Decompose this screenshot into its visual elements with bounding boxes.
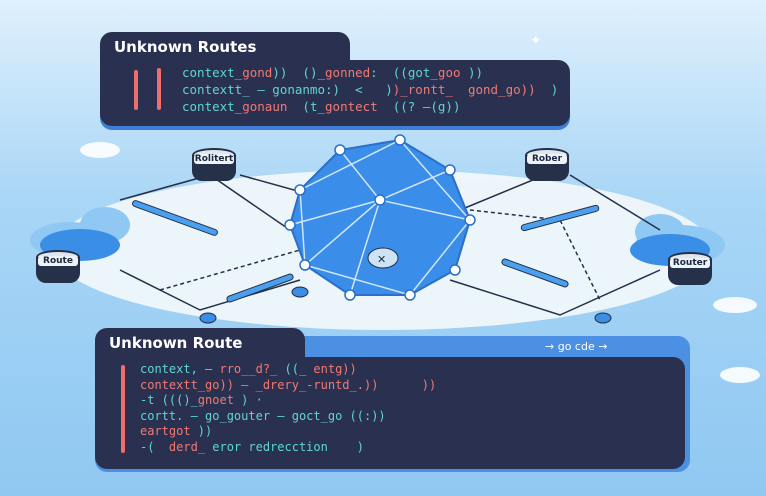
svg-text:✦: ✦ (530, 33, 542, 49)
bracket-icon (121, 365, 125, 453)
code-line: -( derd_ eror redrecction ) (140, 440, 436, 456)
top-code-block: context_gond)) ()_gonned: ((got_goo ))co… (182, 64, 558, 115)
code-token: contextt_ — gonanmo:) < ) (182, 82, 393, 97)
code-token: derd_ (168, 439, 206, 454)
code-token: )) (197, 424, 213, 438)
code-token: -t ((()_ (140, 393, 198, 407)
code-token: gonaun (242, 99, 288, 114)
code-token: eror redrecction ) (205, 439, 364, 454)
code-line: contextt_ — gonanmo:) < ))_rontt_ gond_g… (182, 81, 558, 98)
code-token: ) · (233, 393, 263, 407)
code-token: goo (437, 65, 461, 80)
code-line: context_gond)) ()_gonned: ((got_goo )) (182, 64, 558, 81)
code-token: got_ (407, 65, 438, 80)
bottom-code-panel (95, 357, 685, 469)
code-token: ) (535, 82, 559, 97)
router-node: Rolitert (192, 148, 236, 182)
router-label: Route (38, 256, 78, 266)
code-token: gonned (325, 65, 371, 80)
code-line: cortt. — go_gouter — goct_go ((:)) (140, 409, 436, 425)
code-token: )_rontt_ gond_go)) (392, 82, 536, 97)
code-token: : (( (370, 65, 408, 80)
code-token: )) ()_ (272, 65, 326, 80)
code-token: contextt_go)) — _drery_-runtd_.)) )) (140, 377, 437, 392)
code-token: gontect (325, 99, 378, 114)
code-token: context_ (182, 65, 243, 80)
code-line: contextt_go)) — _drery_-runtd_.)) )) (140, 378, 436, 394)
router-label: Rolitert (194, 154, 234, 164)
top-code-panel (100, 60, 570, 126)
bracket-icon (134, 70, 138, 110)
bottom-code-block: context, — rro__d?_ ((_ entg))contextt_g… (140, 362, 436, 455)
router-node: Route (36, 250, 80, 284)
code-token: rro__d?_ (219, 362, 278, 376)
router-node: Rober (525, 148, 569, 182)
code-token: ((? —(g)) (377, 99, 461, 114)
bracket-icon (157, 68, 161, 110)
code-token: context_ (182, 99, 243, 114)
code-token: entg)) (313, 362, 357, 376)
code-token: (t_ (287, 99, 326, 114)
code-token: gond (242, 65, 273, 80)
code-token: gnoet (197, 393, 234, 407)
router-label: Rober (527, 154, 567, 164)
code-token: )) (460, 65, 484, 80)
router-node: Router (668, 252, 712, 286)
code-line: context, — rro__d?_ ((_ entg)) (140, 362, 436, 378)
code-token: cortt. — go_gouter — goct_go ((:)) (140, 408, 386, 423)
svg-text:✕: ✕ (377, 253, 386, 266)
router-label: Router (670, 258, 710, 268)
code-token: eartgot (140, 424, 198, 438)
code-line: eartgot )) (140, 424, 436, 440)
code-token: ((_ (277, 362, 314, 376)
go-code-label: → go cde → (545, 340, 608, 353)
code-token: context, — (140, 362, 220, 376)
go-code-text: go cde (557, 340, 595, 353)
code-token: -( (140, 439, 169, 454)
code-line: context_gonaun (t_gontect ((? —(g)) (182, 98, 558, 115)
code-line: -t ((()_gnoet ) · (140, 393, 436, 409)
